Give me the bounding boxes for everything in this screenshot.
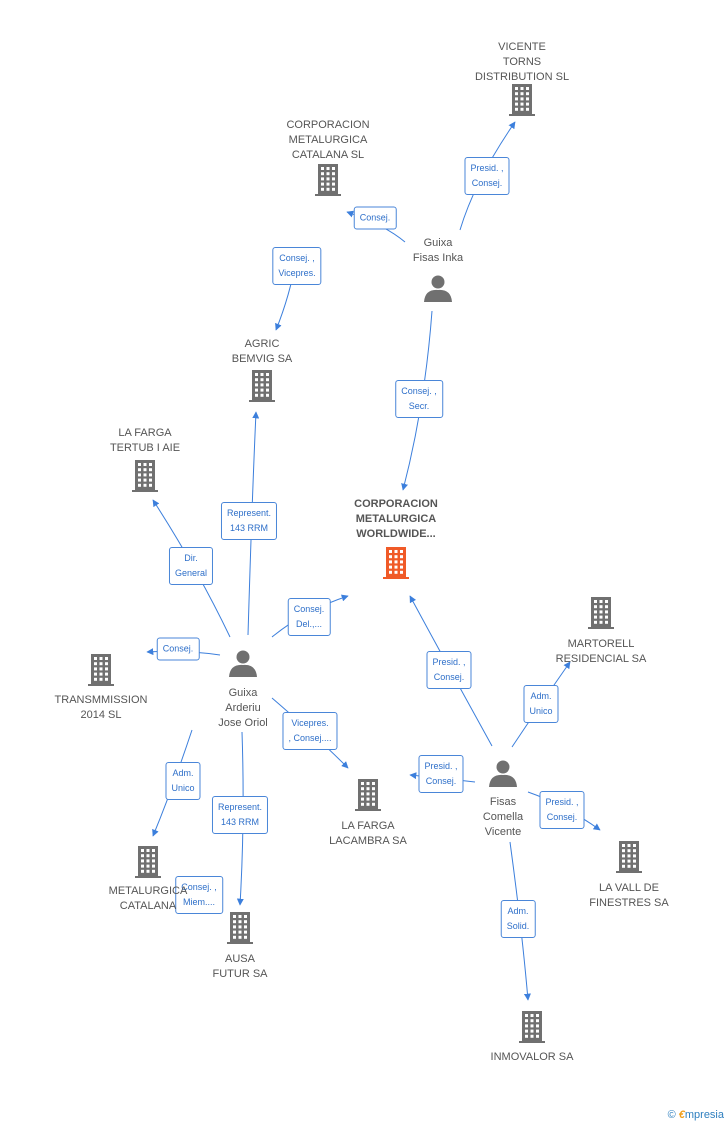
building-icon-inmovalor[interactable] (519, 1011, 545, 1043)
edge-label-e3[interactable]: Consej. , Vicepres. (272, 247, 322, 285)
edge-label-e2[interactable]: Consej. (353, 206, 397, 230)
edge-label-e8[interactable]: Consej. (156, 637, 200, 661)
edge-label-e4[interactable]: Consej. , Secr. (395, 380, 443, 418)
empresia-brand: mpresia (684, 1109, 724, 1121)
edge-label-e1[interactable]: Presid. , Consej. (464, 157, 510, 195)
building-icon-la_farga_tertub[interactable] (132, 460, 158, 492)
building-icon-la_vall[interactable] (616, 841, 642, 873)
building-icon-vicente_torns[interactable] (509, 84, 535, 116)
building-icon-corp_catalana[interactable] (315, 164, 341, 196)
person-icon-guixa_inka[interactable] (424, 275, 452, 303)
node-label-la_vall[interactable]: LA VALL DE FINESTRES SA (589, 882, 669, 909)
node-label-martorell[interactable]: MARTORELL RESIDENCIAL SA (555, 638, 647, 665)
node-label-agric[interactable]: AGRIC BEMVIG SA (231, 338, 293, 365)
person-icon-fisas[interactable] (489, 760, 517, 788)
empresia-logo-icon: € (678, 1109, 685, 1121)
building-icon-ausa[interactable] (227, 912, 253, 944)
node-label-fisas[interactable]: Fisas Comella Vicente (482, 796, 524, 838)
edge-label-e9[interactable]: Presid. , Consej. (426, 651, 472, 689)
person-icon-guixa_oriol[interactable] (229, 650, 257, 678)
edge-label-e15[interactable]: Represent. 143 RRM (211, 796, 269, 834)
edge-label-e17[interactable]: Adm. Solid. (500, 900, 536, 938)
building-icon-agric[interactable] (249, 370, 275, 402)
node-label-transmmission[interactable]: TRANSMMISSION 2014 SL (54, 694, 148, 721)
edge-label-e6[interactable]: Dir. General (168, 547, 214, 585)
building-icon-la_farga_lacambra[interactable] (355, 779, 381, 811)
edge-label-e11[interactable]: Vicepres. , Consej.... (282, 712, 338, 750)
edge-label-e14[interactable]: Adm. Unico (165, 762, 201, 800)
node-label-vicente_torns[interactable]: VICENTE TORNS DISTRIBUTION SL (474, 41, 570, 83)
edge-label-e12[interactable]: Presid. , Consej. (418, 755, 464, 793)
building-icon-martorell[interactable] (588, 597, 614, 629)
edge-label-e5[interactable]: Represent. 143 RRM (220, 502, 278, 540)
empresia-watermark[interactable]: © €mpresia (668, 1109, 724, 1121)
node-label-corp_catalana[interactable]: CORPORACION METALURGICA CATALANA SL (286, 119, 370, 161)
node-label-inmovalor[interactable]: INMOVALOR SA (490, 1051, 574, 1063)
main-company-building-icon[interactable] (383, 547, 409, 579)
node-label-ausa[interactable]: AUSA FUTUR SA (212, 953, 268, 980)
node-label-main[interactable]: CORPORACION METALURGICA WORLDWIDE... (354, 498, 438, 540)
building-icon-metalurgica_catalana[interactable] (135, 846, 161, 878)
edge-label-e13[interactable]: Presid. , Consej. (539, 791, 585, 829)
node-label-la_farga_lacambra[interactable]: LA FARGA LACAMBRA SA (329, 820, 407, 847)
edge-label-e7[interactable]: Consej. Del.,... (287, 598, 331, 636)
node-label-guixa_oriol[interactable]: Guixa Arderiu Jose Oriol (218, 687, 268, 729)
edge-label-e16[interactable]: Consej. , Miem.... (175, 876, 223, 914)
node-label-metalurgica_catalana[interactable]: METALURGICA CATALANA (108, 885, 188, 912)
building-icon-transmmission[interactable] (88, 654, 114, 686)
edge-label-e10[interactable]: Adm. Unico (523, 685, 559, 723)
node-label-guixa_inka[interactable]: Guixa Fisas Inka (412, 237, 464, 264)
node-label-la_farga_tertub[interactable]: LA FARGA TERTUB I AIE (109, 427, 181, 454)
copyright-symbol: © (667, 1109, 676, 1121)
